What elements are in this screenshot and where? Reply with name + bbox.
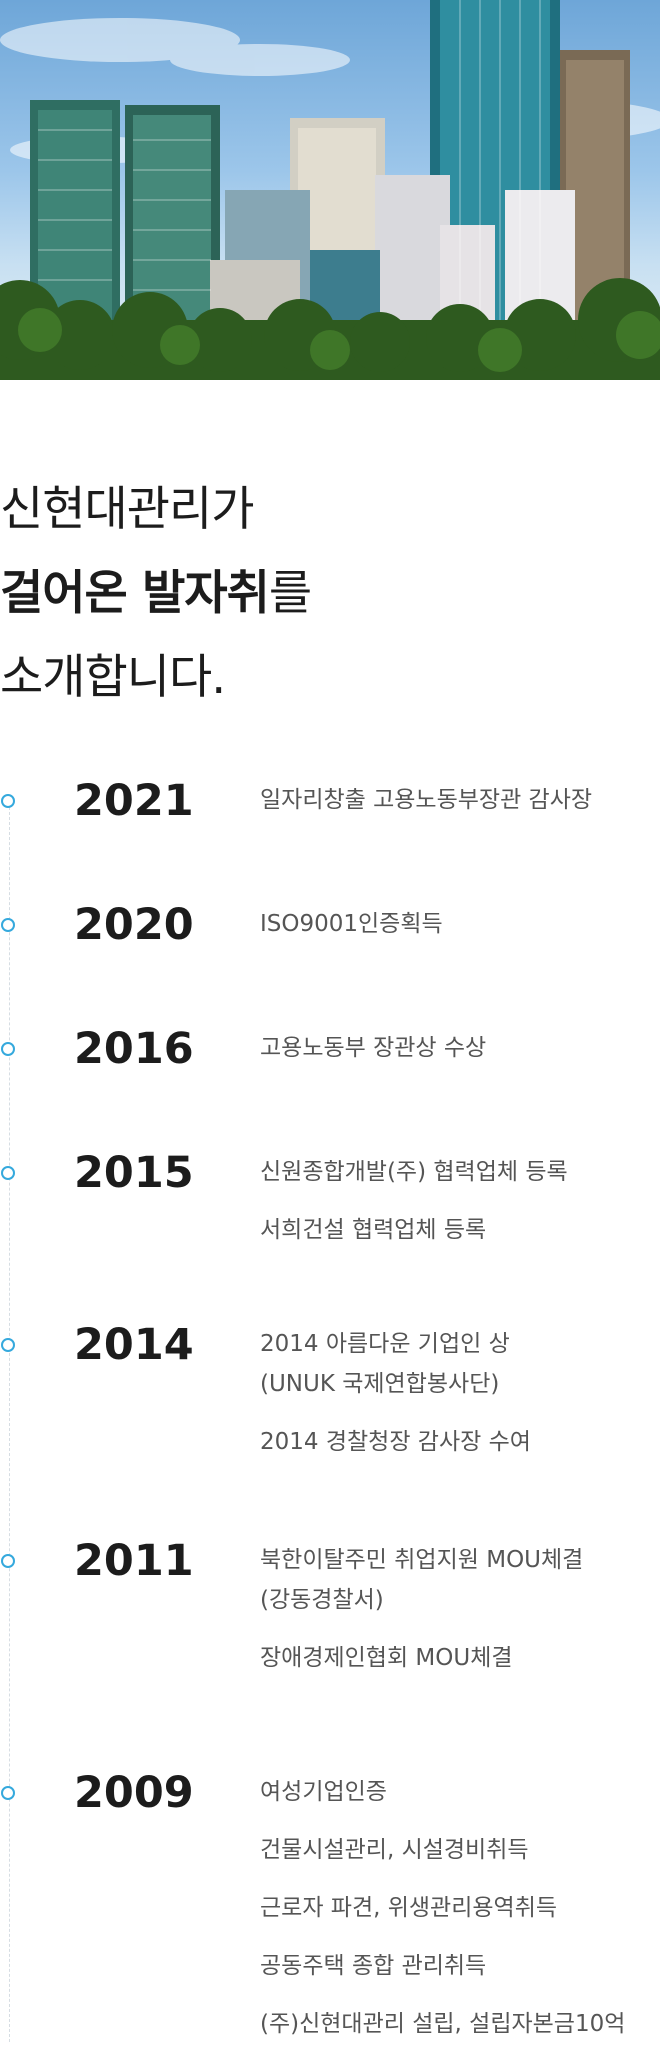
timeline-item: 2014 경찰청장 감사장 수여: [260, 1421, 660, 1464]
timeline-item: 일자리창출 고용노동부장관 감사장: [260, 779, 660, 822]
timeline-item: 근로자 파견, 위생관리용역취득: [260, 1887, 660, 1930]
timeline-axis-line: [9, 802, 10, 2042]
timeline-dot-icon: [1, 1786, 15, 1800]
timeline-item-text: 장애경제인협회 MOU체결: [260, 1645, 513, 1671]
timeline-item: (주)신현대관리 설립, 설립자본금10억: [260, 2003, 660, 2046]
timeline-year: 2014: [74, 1320, 194, 1370]
timeline-items: 2014 아름다운 기업인 상 (UNUK 국제연합봉사단) 2014 경찰청장 감…: [260, 1323, 660, 1479]
timeline-year: 2016: [74, 1024, 194, 1074]
timeline-item: ISO9001인증획득: [260, 903, 660, 946]
timeline-item-text: 신원종합개발(주) 협력업체 등록: [260, 1159, 568, 1185]
timeline-items: 일자리창출 고용노동부장관 감사장: [260, 779, 660, 837]
timeline-item: 여성기업인증: [260, 1771, 660, 1814]
timeline-item: 서희건설 협력업체 등록: [260, 1209, 660, 1252]
heading-line-2: 걸어온 발자취를: [0, 552, 600, 636]
timeline-item-text: 일자리창출 고용노동부장관 감사장: [260, 787, 593, 813]
timeline-item-text: (주)신현대관리 설립, 설립자본금10억: [260, 2011, 626, 2037]
timeline-year: 2011: [74, 1536, 194, 1586]
timeline-items: ISO9001인증획득: [260, 903, 660, 961]
timeline-dot-icon: [1, 918, 15, 932]
timeline-item: 장애경제인협회 MOU체결: [260, 1637, 660, 1680]
timeline-item-text: 근로자 파견, 위생관리용역취득: [260, 1895, 558, 1921]
heading-line-1: 신현대관리가: [0, 482, 254, 537]
timeline-dot-icon: [1, 1338, 15, 1352]
timeline-item-text: 고용노동부 장관상 수상: [260, 1035, 487, 1061]
timeline-dot-icon: [1, 1554, 15, 1568]
timeline-dot-icon: [1, 1042, 15, 1056]
hero-cityscape-image: [0, 0, 660, 380]
timeline-item-text: 북한이탈주민 취업지원 MOU체결: [260, 1547, 584, 1573]
heading-line-3: 소개합니다.: [0, 650, 226, 705]
timeline-item: 2014 아름다운 기업인 상 (UNUK 국제연합봉사단): [260, 1323, 660, 1406]
timeline-item-text: 2014 아름다운 기업인 상: [260, 1331, 510, 1357]
timeline-item-text: 여성기업인증: [260, 1779, 387, 1805]
timeline-dot-icon: [1, 1166, 15, 1180]
page-heading: 신현대관리가 걸어온 발자취를 소개합니다.: [0, 468, 600, 720]
timeline-year: 2021: [74, 776, 194, 826]
timeline-item: 신원종합개발(주) 협력업체 등록: [260, 1151, 660, 1194]
timeline-items: 북한이탈주민 취업지원 MOU체결 (강동경찰서) 장애경제인협회 MOU체결: [260, 1539, 660, 1695]
timeline-year: 2020: [74, 900, 194, 950]
timeline-item: 고용노동부 장관상 수상: [260, 1027, 660, 1070]
timeline-items: 고용노동부 장관상 수상: [260, 1027, 660, 1085]
heading-line-2-bold: 걸어온 발자취: [0, 566, 270, 621]
timeline-item-text: ISO9001인증획득: [260, 911, 443, 937]
timeline-item-text: 건물시설관리, 시설경비취득: [260, 1837, 529, 1863]
timeline-item-text: 서희건설 협력업체 등록: [260, 1217, 487, 1243]
timeline-item-text: 2014 경찰청장 감사장 수여: [260, 1429, 531, 1455]
timeline-year: 2015: [74, 1148, 194, 1198]
timeline-item: 북한이탈주민 취업지원 MOU체결 (강동경찰서): [260, 1539, 660, 1622]
timeline-item: 건물시설관리, 시설경비취득: [260, 1829, 660, 1872]
timeline-item-text: (강동경찰서): [260, 1587, 384, 1613]
timeline-item: 공동주택 종합 관리취득: [260, 1945, 660, 1988]
heading-line-2-rest: 를: [268, 566, 312, 621]
timeline-item-text: (UNUK 국제연합봉사단): [260, 1371, 500, 1397]
timeline-dot-icon: [1, 794, 15, 808]
timeline-year: 2009: [74, 1768, 194, 1818]
history-timeline: 2021 일자리창출 고용노동부장관 감사장 2020 ISO9001인증획득 2016…: [0, 760, 660, 2042]
timeline-item-text: 공동주택 종합 관리취득: [260, 1953, 487, 1979]
